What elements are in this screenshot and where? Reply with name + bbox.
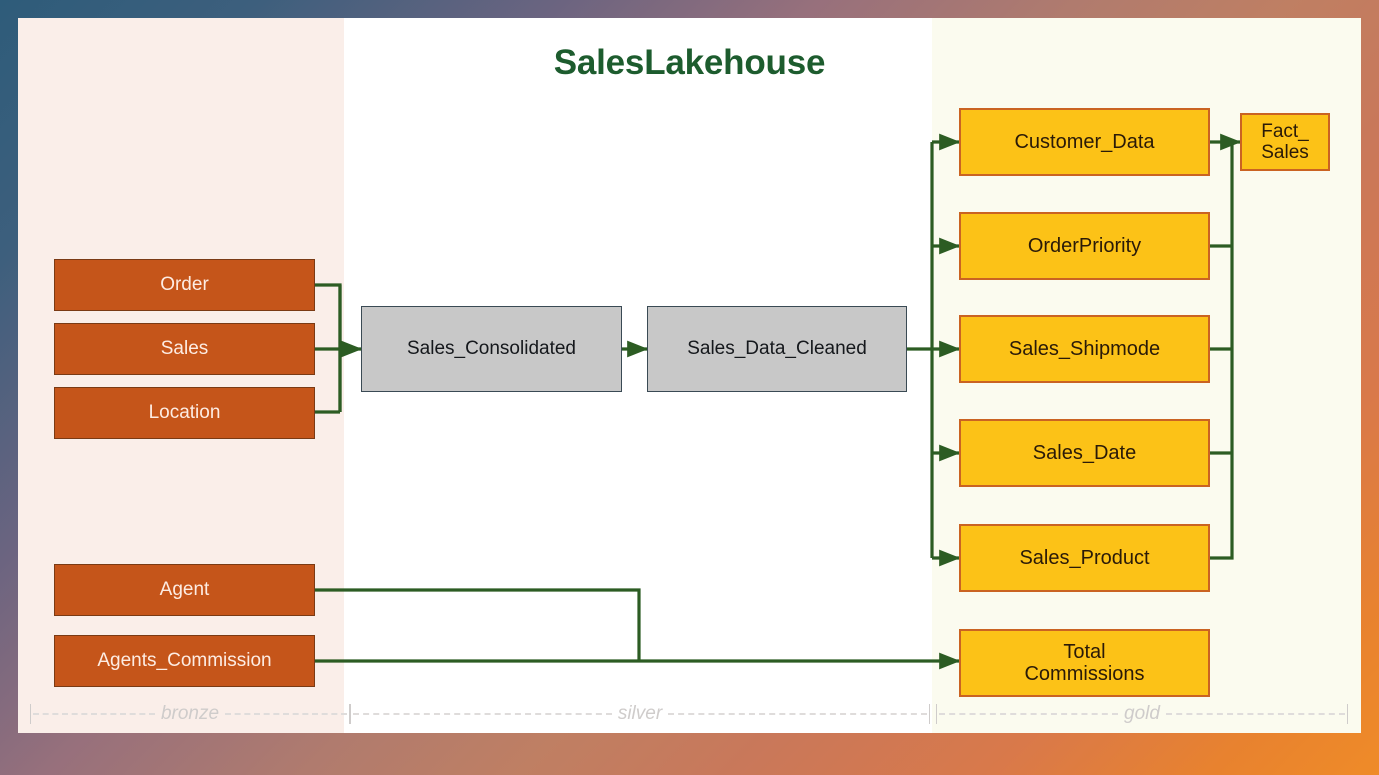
silver-node-sales-data-cleaned[interactable]: Sales_Data_Cleaned bbox=[647, 306, 907, 392]
ruler-cap-right bbox=[929, 704, 930, 724]
ruler-dash-right bbox=[1165, 713, 1346, 715]
gold-node-orderpriority[interactable]: OrderPriority bbox=[959, 212, 1210, 280]
ruler-cap-right bbox=[349, 704, 351, 724]
ruler-dash-left bbox=[939, 713, 1119, 715]
ruler-cap-left bbox=[350, 704, 351, 724]
diagram-canvas: SalesLakehouse bbox=[18, 18, 1361, 733]
bronze-node-agent[interactable]: Agent bbox=[54, 564, 315, 616]
gold-node-sales-date[interactable]: Sales_Date bbox=[959, 419, 1210, 487]
connector-layer bbox=[315, 133, 1242, 670]
fact-sales-line-2: Sales bbox=[1261, 142, 1309, 163]
wire-agent-down bbox=[315, 588, 641, 661]
bronze-node-agents-commission[interactable]: Agents_Commission bbox=[54, 635, 315, 687]
ruler-dash-left bbox=[33, 713, 155, 715]
wire-gold-collector bbox=[1210, 142, 1234, 560]
zone-label-silver: silver bbox=[617, 703, 663, 724]
fact-sales-line-1: Fact_ bbox=[1261, 120, 1309, 142]
total-commissions-line-1: Total bbox=[1063, 640, 1106, 663]
bronze-node-order[interactable]: Order bbox=[54, 259, 315, 311]
silver-node-sales-consolidated[interactable]: Sales_Consolidated bbox=[361, 306, 622, 392]
gold-node-sales-product[interactable]: Sales_Product bbox=[959, 524, 1210, 592]
gold-node-customer-data[interactable]: Customer_Data bbox=[959, 108, 1210, 176]
gold-node-total-commissions[interactable]: Total Commissions bbox=[959, 629, 1210, 697]
ruler-cap-left bbox=[936, 704, 937, 724]
page-title: SalesLakehouse bbox=[553, 43, 826, 82]
gold-node-fact-sales[interactable]: Fact_ Sales bbox=[1240, 113, 1330, 171]
zone-ruler-silver: silver bbox=[350, 701, 930, 727]
ruler-cap-right bbox=[1347, 704, 1349, 724]
zone-label-bronze: bronze bbox=[160, 703, 220, 724]
ruler-dash-left bbox=[353, 713, 612, 715]
gold-node-sales-shipmode[interactable]: Sales_Shipmode bbox=[959, 315, 1210, 383]
wire-location-to-consolidated bbox=[315, 349, 340, 412]
bronze-node-location[interactable]: Location bbox=[54, 387, 315, 439]
ruler-dash-right bbox=[225, 713, 348, 715]
ruler-dash-right bbox=[668, 713, 927, 715]
zone-label-gold: gold bbox=[1124, 703, 1160, 724]
ruler-cap-left bbox=[30, 704, 31, 724]
total-commissions-line-2: Commissions bbox=[1024, 663, 1145, 685]
zone-ruler-gold: gold bbox=[936, 701, 1349, 727]
zone-ruler-bronze: bronze bbox=[30, 701, 351, 727]
bronze-node-sales[interactable]: Sales bbox=[54, 323, 315, 375]
